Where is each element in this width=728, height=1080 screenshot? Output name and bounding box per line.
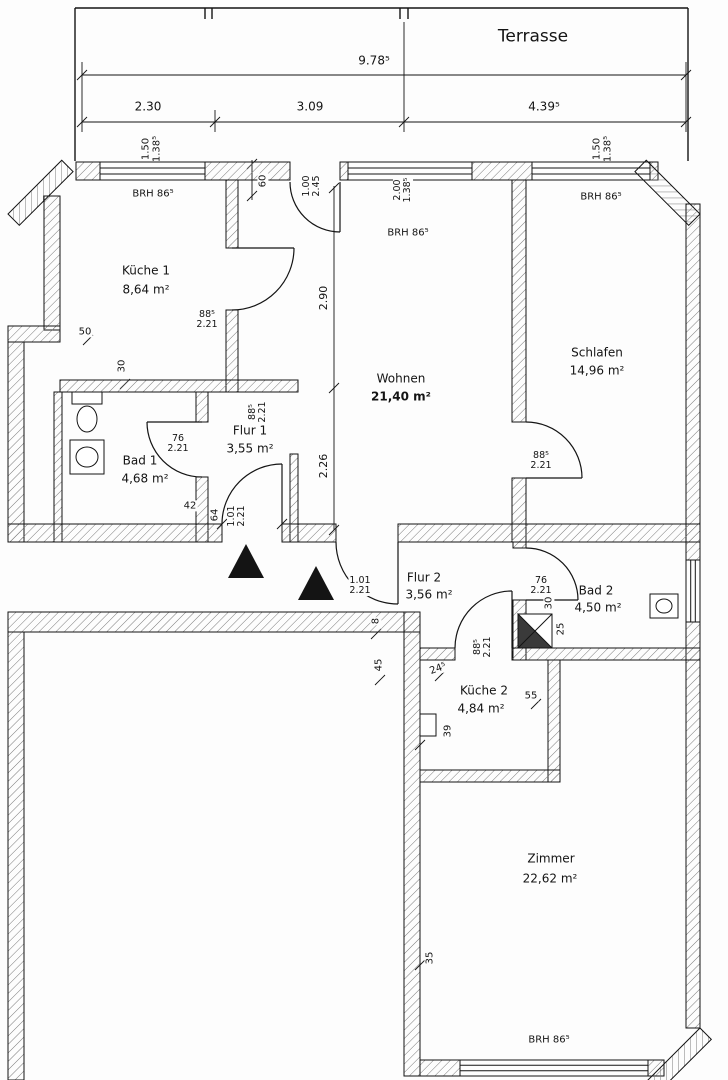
dim-total-width: 9.78⁵ (358, 53, 390, 68)
room-name-bad2: Bad 2 (578, 583, 614, 598)
room-name-zimmer: Zimmer (527, 851, 575, 866)
door-dim-kueche1: 88⁵ 2.21 (195, 309, 219, 330)
brh-label-3: BRH 86⁵ (579, 191, 623, 203)
door-dim-kueche1-w: 88⁵ (199, 309, 215, 321)
door-dim-schlafen-w: 88⁵ (533, 450, 549, 462)
door-dim-bad1: 76 2.21 (166, 433, 190, 454)
dim-left-window-h: 1.38⁵ (151, 135, 162, 163)
dim-55: 55 (523, 690, 539, 702)
stair-arrow-2 (298, 566, 334, 600)
dim-42: 42 (182, 500, 198, 512)
door-terrace (289, 181, 341, 233)
dim-right-window-h: 1.38⁵ (602, 135, 613, 163)
dim-terrace-door: 1.00 2.45 (301, 174, 322, 198)
brh-label-1: BRH 86⁵ (131, 188, 175, 200)
dim-45: 45 (373, 657, 385, 673)
fixtures (69, 391, 679, 737)
window-kueche1 (99, 161, 206, 181)
door-entrance-1 (221, 463, 283, 525)
door-dim-bad1-w: 76 (171, 433, 185, 445)
kitchen-sink-symbol (419, 713, 437, 737)
walls-hatched (7, 159, 713, 1080)
room-name-flur1: Flur 1 (232, 423, 268, 438)
dimension-lines (76, 22, 692, 971)
shower-symbol (517, 612, 554, 649)
room-area-wohnen: 21,40 m² (371, 389, 431, 404)
room-area-schlafen: 14,96 m² (569, 363, 625, 378)
door-dim-kueche1-h: 2.21 (196, 319, 218, 330)
dim-left-window-w: 1.50 (140, 137, 152, 161)
terrace-label: Terrasse (497, 26, 569, 47)
room-name-wohnen: Wohnen (376, 371, 426, 386)
door-dim-schlafen: 88⁵ 2.21 (529, 450, 553, 471)
room-name-flur2: Flur 2 (406, 570, 442, 585)
dim-35: 35 (424, 950, 436, 966)
dim-60: 60 (257, 173, 269, 189)
washbasin-symbol (649, 593, 679, 619)
dim-mid-window: 2.00 1.38⁵ (392, 176, 413, 204)
door-dim-entrance1-h: 2.21 (236, 505, 247, 527)
door-kueche1 (231, 247, 295, 311)
dim-left-window: 1.50 1.38⁵ (140, 135, 163, 163)
door-dim-entrance2-h: 2.21 (349, 585, 371, 596)
door-dim-kueche2: 88⁵ 2.21 (472, 635, 493, 659)
stair-arrow-1 (228, 544, 264, 578)
dim-seg3: 4.39⁵ (528, 99, 560, 114)
window-zimmer (459, 1059, 649, 1077)
dim-30-bad2: 30 (543, 595, 555, 611)
room-area-flur1: 3,55 m² (226, 441, 274, 456)
door-dim-entrance2: 1.01 2.21 (348, 575, 372, 596)
dim-25: 25 (555, 621, 567, 637)
door-dim-bad2-h: 2.21 (530, 585, 552, 596)
windows (99, 161, 701, 1077)
dim-wohnen-upper: 2.90 (316, 284, 331, 312)
door-dim-flur1: 88⁵ 2.21 (247, 400, 268, 424)
dim-mid-window-h: 1.38⁵ (402, 177, 413, 203)
dim-8: 8 (370, 616, 382, 626)
door-dim-bad2-w: 76 (534, 575, 548, 587)
door-dim-bad1-h: 2.21 (167, 443, 189, 454)
door-dim-flur1-h: 2.21 (257, 401, 268, 423)
brh-label-4: BRH 86⁵ (527, 1034, 571, 1046)
dim-wohnen-lower: 2.26 (316, 452, 331, 480)
dim-right-window: 1.50 1.38⁵ (591, 135, 614, 163)
dim-30-left: 30 (116, 358, 128, 374)
room-name-schlafen: Schlafen (571, 345, 623, 360)
room-name-bad1: Bad 1 (122, 453, 158, 468)
terrace-outline (74, 7, 689, 161)
door-bad1 (146, 421, 203, 478)
door-dim-bad2: 76 2.21 (529, 575, 553, 596)
dim-seg1: 2.30 (134, 99, 162, 114)
room-area-zimmer: 22,62 m² (522, 871, 578, 886)
dim-39: 39 (442, 723, 454, 739)
door-dim-kueche2-h: 2.21 (482, 636, 493, 658)
room-name-kueche1: Küche 1 (122, 263, 170, 278)
dim-64: 64 (209, 507, 221, 523)
dim-seg2: 3.09 (296, 99, 324, 114)
brh-label-2: BRH 86⁵ (386, 227, 430, 239)
dim-right-window-w: 1.50 (591, 137, 603, 161)
dim-50: 50 (77, 326, 93, 338)
stair-arrows (228, 544, 334, 600)
dim-terrace-door-h: 2.45 (311, 175, 322, 197)
window-bad2 (685, 559, 701, 623)
door-dim-entrance1: 1.01 2.21 (226, 504, 247, 528)
room-area-flur2: 3,56 m² (405, 587, 453, 602)
door-dim-entrance2-w: 1.01 (349, 575, 371, 587)
room-area-kueche1: 8,64 m² (122, 282, 170, 297)
window-schlafen (531, 161, 651, 181)
door-dim-schlafen-h: 2.21 (530, 460, 552, 471)
room-area-bad2: 4,50 m² (574, 600, 622, 615)
sink-symbol (69, 439, 105, 475)
toilet-symbol (71, 391, 103, 433)
room-name-kueche2: Küche 2 (459, 683, 509, 698)
door-kueche2 (454, 590, 513, 649)
door-schlafen (525, 421, 583, 479)
room-area-kueche2: 4,84 m² (456, 701, 506, 716)
room-area-bad1: 4,68 m² (121, 471, 169, 486)
